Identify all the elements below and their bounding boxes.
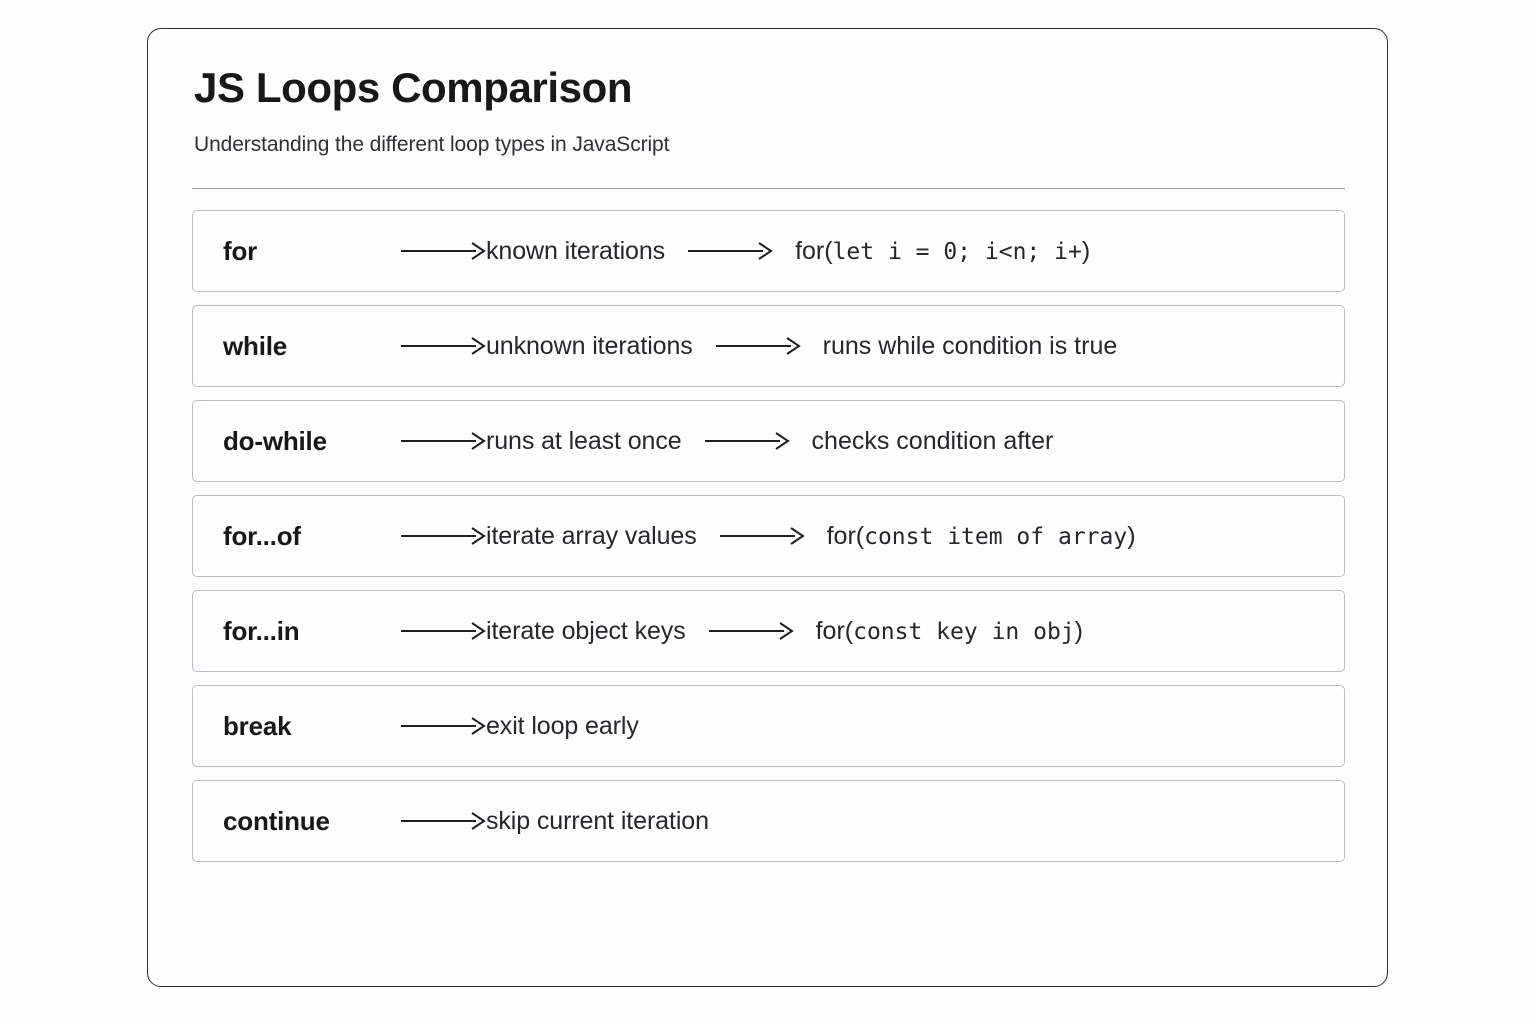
comparison-card: JS Loops Comparison Understanding the di… (147, 28, 1388, 987)
arrow-right-icon (400, 808, 486, 834)
loop-description: known iterations (486, 236, 666, 265)
page-title: JS Loops Comparison (194, 64, 633, 111)
header-divider (192, 188, 1345, 190)
code-suffix: checks condition after (811, 426, 1054, 455)
loop-row[interactable]: continue skip current iteration (192, 780, 1345, 863)
loop-description: exit loop early (486, 711, 639, 740)
arrow-right-icon (715, 333, 801, 359)
arrow-right-icon (400, 333, 486, 359)
code-suffix: ) (1127, 521, 1136, 550)
loop-code-example: runs while condition is true (823, 332, 1118, 361)
loop-row[interactable]: for...of iterate array values for(const it… (192, 495, 1345, 578)
arrow-right-icon (400, 523, 486, 549)
code-suffix: ) (1081, 236, 1091, 265)
arrow-right-icon (400, 428, 486, 454)
loop-code-example: for(const key in obj) (816, 617, 1083, 646)
code-body: let i = 0; i<n; i+ (832, 238, 1082, 265)
loop-row[interactable]: while unknown iterations runs while condit… (192, 305, 1345, 388)
loop-keyword: for...of (223, 520, 301, 551)
code-prefix: for( (826, 521, 865, 550)
loop-keyword: continue (223, 805, 330, 836)
loop-keyword: for...in (223, 615, 300, 646)
code-suffix: runs while condition is true (822, 331, 1118, 360)
arrow-right-icon (719, 523, 805, 549)
loop-description: iterate array values (486, 521, 697, 550)
loop-description: iterate object keys (486, 616, 686, 645)
card-content: JS Loops Comparison Understanding the di… (192, 64, 1345, 863)
arrow-right-icon (400, 713, 486, 739)
loop-description: runs at least once (486, 426, 682, 455)
loop-row[interactable]: break exit loop early (192, 685, 1345, 768)
loop-description: unknown iterations (486, 331, 693, 360)
arrow-right-icon (704, 428, 790, 454)
code-body: const key in obj (853, 618, 1075, 645)
arrow-right-icon (400, 618, 486, 644)
code-suffix: ) (1074, 616, 1083, 645)
loop-keyword: break (223, 710, 292, 741)
code-prefix: for( (815, 616, 854, 645)
code-body: const item of array (864, 523, 1128, 550)
loop-code-example: checks condition after (812, 427, 1054, 456)
loop-row[interactable]: for known iterations for(let i = 0; i<n; i… (192, 210, 1345, 293)
arrow-right-icon (708, 618, 794, 644)
page-subtitle: Understanding the different loop types i… (194, 133, 670, 157)
loop-keyword: while (223, 330, 288, 361)
arrow-right-icon (687, 238, 773, 264)
arrow-right-icon (400, 238, 486, 264)
code-prefix: for( (795, 236, 833, 265)
loop-keyword: for (223, 235, 258, 266)
loop-row[interactable]: for...in iterate object keys for(const key… (192, 590, 1345, 673)
loop-description: skip current iteration (486, 806, 709, 835)
loop-code-example: for(const item of array) (827, 522, 1136, 551)
loop-code-example: for(let i = 0; i<n; i+) (795, 237, 1090, 266)
loop-keyword: do-while (223, 425, 327, 456)
loop-row[interactable]: do-while runs at least once checks conditi… (192, 400, 1345, 483)
